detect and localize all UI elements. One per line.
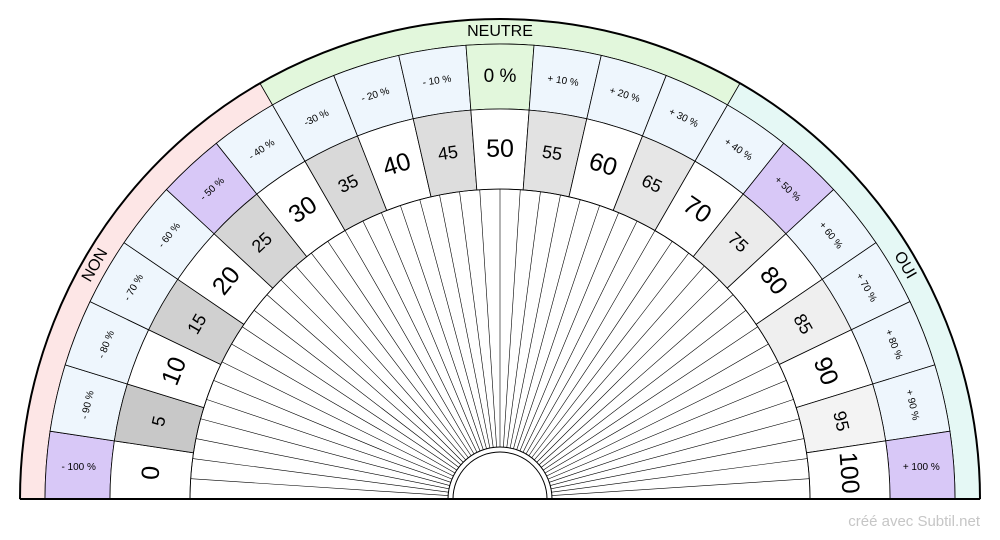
ray-line — [419, 199, 487, 449]
ray-line — [534, 265, 705, 461]
ray-line — [295, 265, 466, 461]
ray-line — [536, 279, 720, 463]
ray-line — [509, 194, 561, 449]
percent-label: - 10 % — [422, 74, 452, 89]
ray-line — [190, 478, 449, 496]
ray-line — [206, 399, 451, 483]
ray-line — [253, 310, 459, 468]
ray-line — [516, 205, 600, 450]
inner-arc — [189, 188, 811, 500]
value-label: 100 — [834, 451, 865, 495]
hub-outer — [447, 446, 553, 500]
center-hub — [447, 446, 553, 500]
ray-line — [506, 191, 541, 448]
ray-line — [549, 399, 794, 483]
zone-label-neutre: NEUTRE — [467, 23, 533, 40]
percent-ring: - 100 %- 90 %- 80 %- 70 %- 60 %- 50 %- 4… — [44, 43, 956, 500]
ray-line — [327, 241, 472, 456]
ray-line — [362, 220, 478, 453]
ray-line — [231, 343, 456, 474]
ray-line — [547, 380, 787, 480]
value-label: 55 — [541, 142, 564, 165]
ray-line — [550, 438, 805, 490]
ray-line — [550, 418, 800, 486]
value-label: 50 — [486, 135, 514, 163]
ray-line — [551, 458, 808, 493]
ray-line — [280, 279, 464, 463]
ray-line — [221, 361, 454, 477]
ray-line — [546, 361, 779, 477]
ray-line — [381, 212, 481, 452]
ray-line — [459, 191, 494, 448]
ray-line — [213, 380, 453, 480]
ray-line — [400, 205, 484, 450]
percent-label: + 100 % — [903, 462, 940, 473]
ray-line — [544, 343, 769, 474]
value-label: 45 — [436, 142, 459, 165]
ray-line — [200, 418, 450, 486]
value-label: 95 — [829, 409, 853, 433]
value-label: 0 — [136, 465, 165, 481]
percent-label: + 10 % — [547, 73, 580, 89]
hub-inner — [452, 451, 548, 500]
ray-line — [531, 252, 689, 458]
ray-line — [266, 294, 462, 465]
ray-line — [525, 230, 656, 455]
ray-line — [192, 458, 449, 493]
ray-line — [503, 189, 521, 448]
ray-line — [522, 220, 638, 453]
ray-line — [528, 241, 673, 456]
percent-label: 0 % — [484, 66, 517, 87]
ray-line — [311, 252, 469, 458]
ray-line — [479, 189, 497, 448]
ray-line — [519, 212, 619, 452]
ray-line — [195, 438, 450, 490]
ray-line — [344, 230, 475, 455]
ray-line — [543, 326, 758, 471]
percent-label: - 100 % — [61, 462, 96, 473]
ray-line — [513, 199, 581, 449]
ray-line — [551, 478, 810, 496]
value-label: 5 — [148, 414, 170, 428]
ray-line — [541, 310, 747, 468]
ray-line — [439, 194, 491, 449]
credit-text: créé avec Subtil.net — [848, 513, 980, 530]
ray-line — [242, 326, 457, 471]
outer-arc — [19, 18, 981, 500]
ray-line — [538, 294, 734, 465]
